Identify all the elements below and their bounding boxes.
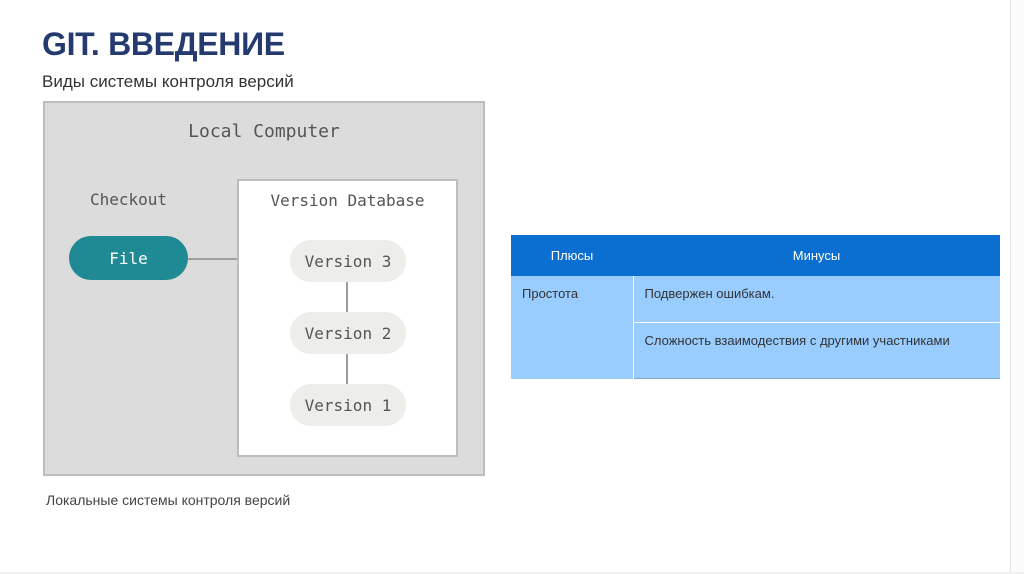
cons-header: Минусы xyxy=(633,235,1000,276)
slide-title: GIT. ВВЕДЕНИЕ xyxy=(42,26,285,62)
version-3-node: Version 3 xyxy=(290,240,406,282)
cons-cell: Сложность взаимодествия с другими участн… xyxy=(633,322,1000,379)
version-connector xyxy=(346,282,348,313)
table-row: Простота Подвержен ошибкам. xyxy=(511,276,1000,379)
version-1-node: Version 1 xyxy=(290,384,406,426)
pros-cons-table: Плюсы Минусы Простота Подвержен ошибкам.… xyxy=(511,235,1000,379)
local-vcs-diagram: Local Computer Checkout File Version Dat… xyxy=(43,101,485,476)
pros-cell: Простота xyxy=(511,276,634,379)
checkout-label: Checkout xyxy=(90,190,168,209)
table-row: Сложность взаимодествия с другими участн… xyxy=(511,322,1000,379)
pros-header: Плюсы xyxy=(511,235,633,276)
slide-subtitle: Виды системы контроля версий xyxy=(42,72,294,91)
table-header-row: Плюсы Минусы xyxy=(511,235,1000,276)
version-database-label: Version Database xyxy=(270,191,425,210)
file-node: File xyxy=(69,236,188,280)
version-database-box: Version Database Version 3 Version 2 Ver… xyxy=(237,179,458,457)
cons-cell: Подвержен ошибкам. xyxy=(633,276,1000,323)
version-2-node: Version 2 xyxy=(290,312,406,354)
slide-edge xyxy=(1010,0,1024,574)
local-computer-label: Local Computer xyxy=(188,121,340,142)
diagram-caption: Локальные системы контроля версий xyxy=(46,492,291,508)
slide-bottom-edge xyxy=(0,572,1024,574)
version-connector xyxy=(346,354,348,385)
